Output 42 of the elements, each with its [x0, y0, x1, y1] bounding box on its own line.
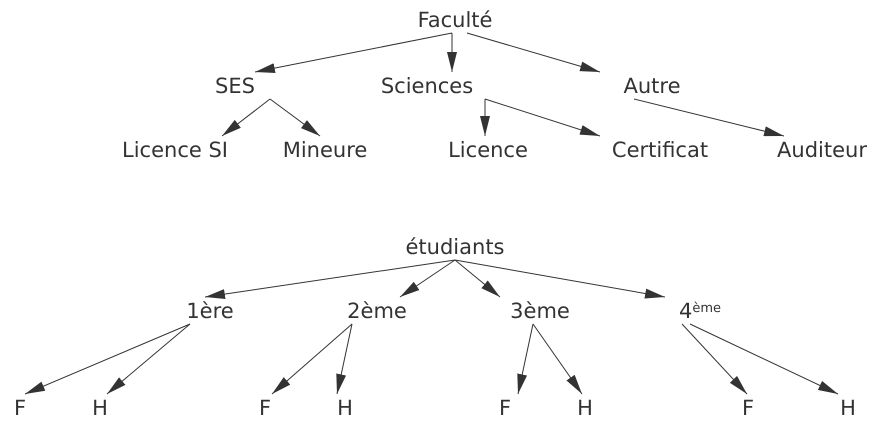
node-label: Mineure [282, 138, 368, 162]
arrow [336, 324, 352, 394]
arrow [484, 98, 600, 136]
arrow [447, 32, 457, 72]
node-label: F [498, 396, 512, 420]
arrow [24, 324, 190, 394]
node-label: H [577, 396, 593, 420]
node-label: 2ème [347, 299, 407, 323]
arrow [466, 32, 600, 72]
arrow [480, 98, 490, 136]
arrow [106, 324, 190, 394]
arrow [454, 260, 500, 298]
arrow [400, 260, 456, 298]
arrow [454, 260, 666, 298]
node-label: Autre [624, 74, 680, 98]
node-label: 4$^{ème}$ [678, 299, 722, 323]
arrow [204, 260, 456, 300]
arrow [254, 32, 452, 74]
node-label: H [337, 396, 353, 420]
node-label: 1ère [186, 299, 234, 323]
node-label: F [14, 396, 26, 420]
node-label: H [92, 396, 108, 420]
node-label: étudiants [406, 235, 504, 259]
arrow [690, 324, 838, 394]
arrow [517, 324, 534, 394]
node-label: Faculté [418, 8, 492, 32]
node-label: H [840, 396, 856, 420]
node-label: Auditeur [777, 138, 867, 162]
node-label: Certificat [612, 138, 708, 162]
node-label: 3ème [510, 299, 570, 323]
node-label: F [258, 396, 272, 420]
arrow [270, 98, 320, 136]
node-label: Licence [448, 138, 528, 162]
arrow [634, 98, 784, 136]
arrow [222, 98, 270, 136]
node-label: Sciences [380, 74, 474, 98]
node-label: Licence SI [122, 138, 228, 162]
node-label: SES [215, 74, 255, 98]
arrow [682, 324, 748, 394]
arrow [532, 324, 582, 394]
node-label: F [742, 396, 754, 420]
arrow [272, 324, 352, 394]
